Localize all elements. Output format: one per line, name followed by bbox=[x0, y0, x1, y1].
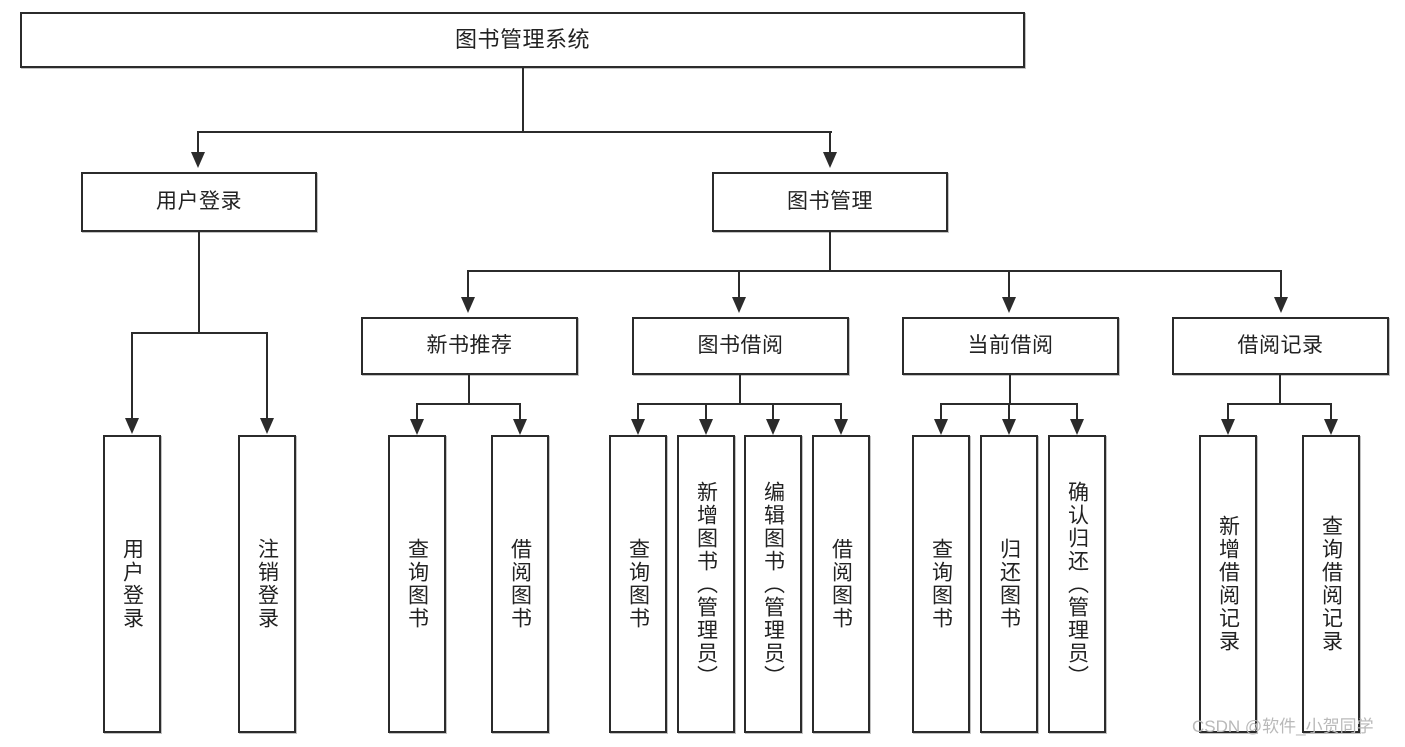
arrowhead-book-borrow-leaf-4 bbox=[834, 419, 848, 435]
connector-book-borrow-stem bbox=[739, 375, 741, 404]
arrowhead-user-login-leaf-2 bbox=[260, 418, 274, 434]
connector-book-borrow-leaf-3 bbox=[772, 403, 774, 419]
connector-new-book-leaf-2 bbox=[519, 403, 521, 419]
arrowhead-to-new-book bbox=[461, 297, 475, 313]
node-label: 当前借阅 bbox=[967, 334, 1054, 358]
arrowhead-current-borrow-leaf-1 bbox=[934, 419, 948, 435]
node-label: 确认归还（管理员） bbox=[1065, 480, 1089, 688]
node-new-book-recommend[interactable]: 新书推荐 bbox=[361, 317, 578, 375]
node-label: 图书借阅 bbox=[697, 334, 784, 358]
connector-to-book-mgmt bbox=[829, 131, 831, 152]
connector-new-book-stem bbox=[468, 375, 470, 404]
leaf-current-return-book[interactable]: 归还图书 bbox=[980, 435, 1038, 733]
connector-user-login-leaf-2 bbox=[266, 332, 268, 418]
connector-book-borrow-leaf-4 bbox=[840, 403, 842, 419]
connector-book-mgmt-bar bbox=[468, 270, 1282, 272]
leaf-current-query-book[interactable]: 查询图书 bbox=[912, 435, 970, 733]
node-user-login[interactable]: 用户登录 bbox=[81, 172, 317, 232]
node-label: 借阅图书 bbox=[508, 538, 532, 630]
connector-to-current-borrow bbox=[1008, 270, 1010, 297]
leaf-logout[interactable]: 注销登录 bbox=[238, 435, 296, 733]
node-label: 借阅记录 bbox=[1237, 334, 1324, 358]
connector-borrow-records-leaf-1 bbox=[1227, 403, 1229, 419]
leaf-new-book-query[interactable]: 查询图书 bbox=[388, 435, 446, 733]
connector-user-login-bar bbox=[132, 332, 267, 334]
connector-borrow-records-stem bbox=[1279, 375, 1281, 404]
connector-to-new-book bbox=[467, 270, 469, 297]
connector-current-borrow-leaf-1 bbox=[940, 403, 942, 419]
leaf-borrow-edit-book[interactable]: 编辑图书（管理员） bbox=[744, 435, 802, 733]
node-label: 借阅图书 bbox=[829, 538, 853, 630]
connector-to-borrow-records bbox=[1280, 270, 1282, 297]
arrowhead-new-book-leaf-1 bbox=[410, 419, 424, 435]
leaf-user-login[interactable]: 用户登录 bbox=[103, 435, 161, 733]
arrowhead-new-book-leaf-2 bbox=[513, 419, 527, 435]
node-label: 查询图书 bbox=[929, 538, 953, 630]
node-root-system[interactable]: 图书管理系统 bbox=[20, 12, 1025, 68]
arrowhead-book-borrow-leaf-2 bbox=[699, 419, 713, 435]
node-label: 新增图书（管理员） bbox=[694, 480, 718, 688]
node-label: 查询图书 bbox=[405, 538, 429, 630]
node-current-borrow[interactable]: 当前借阅 bbox=[902, 317, 1119, 375]
connector-user-login-stem bbox=[198, 232, 200, 333]
connector-borrow-records-bar bbox=[1228, 403, 1332, 405]
leaf-current-confirm-return[interactable]: 确认归还（管理员） bbox=[1048, 435, 1106, 733]
leaf-borrow-borrow-book[interactable]: 借阅图书 bbox=[812, 435, 870, 733]
leaf-records-add[interactable]: 新增借阅记录 bbox=[1199, 435, 1257, 733]
connector-to-user-login bbox=[197, 131, 199, 152]
node-label: 查询借阅记录 bbox=[1319, 515, 1343, 653]
node-label: 用户登录 bbox=[120, 538, 144, 630]
connector-book-borrow-bar bbox=[638, 403, 841, 405]
leaf-new-book-borrow[interactable]: 借阅图书 bbox=[491, 435, 549, 733]
node-label: 查询图书 bbox=[626, 538, 650, 630]
connector-root-bar bbox=[198, 131, 832, 133]
leaf-borrow-add-book[interactable]: 新增图书（管理员） bbox=[677, 435, 735, 733]
node-label: 用户登录 bbox=[156, 190, 242, 214]
arrowhead-to-book-borrow bbox=[732, 297, 746, 313]
connector-current-borrow-leaf-2 bbox=[1008, 403, 1010, 419]
connector-new-book-leaf-1 bbox=[416, 403, 418, 419]
node-borrow-records[interactable]: 借阅记录 bbox=[1172, 317, 1389, 375]
arrowhead-to-book-mgmt bbox=[823, 152, 837, 168]
node-label: 图书管理系统 bbox=[454, 26, 590, 52]
node-book-management[interactable]: 图书管理 bbox=[712, 172, 948, 232]
arrowhead-borrow-records-leaf-1 bbox=[1221, 419, 1235, 435]
connector-book-borrow-leaf-2 bbox=[705, 403, 707, 419]
arrowhead-borrow-records-leaf-2 bbox=[1324, 419, 1338, 435]
connector-to-book-borrow bbox=[738, 270, 740, 297]
node-label: 新增借阅记录 bbox=[1216, 515, 1240, 653]
node-label: 注销登录 bbox=[255, 538, 279, 630]
connector-user-login-leaf-1 bbox=[131, 332, 133, 418]
connector-borrow-records-leaf-2 bbox=[1330, 403, 1332, 419]
connector-root-stem bbox=[522, 68, 524, 132]
node-label: 图书管理 bbox=[787, 190, 873, 214]
leaf-borrow-query-book[interactable]: 查询图书 bbox=[609, 435, 667, 733]
node-label: 新书推荐 bbox=[426, 334, 513, 358]
arrowhead-to-borrow-records bbox=[1274, 297, 1288, 313]
connector-new-book-bar bbox=[417, 403, 521, 405]
leaf-records-query[interactable]: 查询借阅记录 bbox=[1302, 435, 1360, 733]
connector-current-borrow-stem bbox=[1009, 375, 1011, 404]
arrowhead-to-user-login bbox=[191, 152, 205, 168]
arrowhead-current-borrow-leaf-3 bbox=[1070, 419, 1084, 435]
node-label: 归还图书 bbox=[997, 538, 1021, 630]
watermark-text: CSDN @软件_小贺同学 bbox=[1192, 717, 1374, 736]
connector-book-mgmt-stem bbox=[829, 232, 831, 271]
arrowhead-to-current-borrow bbox=[1002, 297, 1016, 313]
node-book-borrow[interactable]: 图书借阅 bbox=[632, 317, 849, 375]
arrowhead-current-borrow-leaf-2 bbox=[1002, 419, 1016, 435]
arrowhead-user-login-leaf-1 bbox=[125, 418, 139, 434]
arrowhead-book-borrow-leaf-3 bbox=[766, 419, 780, 435]
arrowhead-book-borrow-leaf-1 bbox=[631, 419, 645, 435]
node-label: 编辑图书（管理员） bbox=[761, 480, 785, 688]
connector-book-borrow-leaf-1 bbox=[637, 403, 639, 419]
connector-current-borrow-leaf-3 bbox=[1076, 403, 1078, 419]
